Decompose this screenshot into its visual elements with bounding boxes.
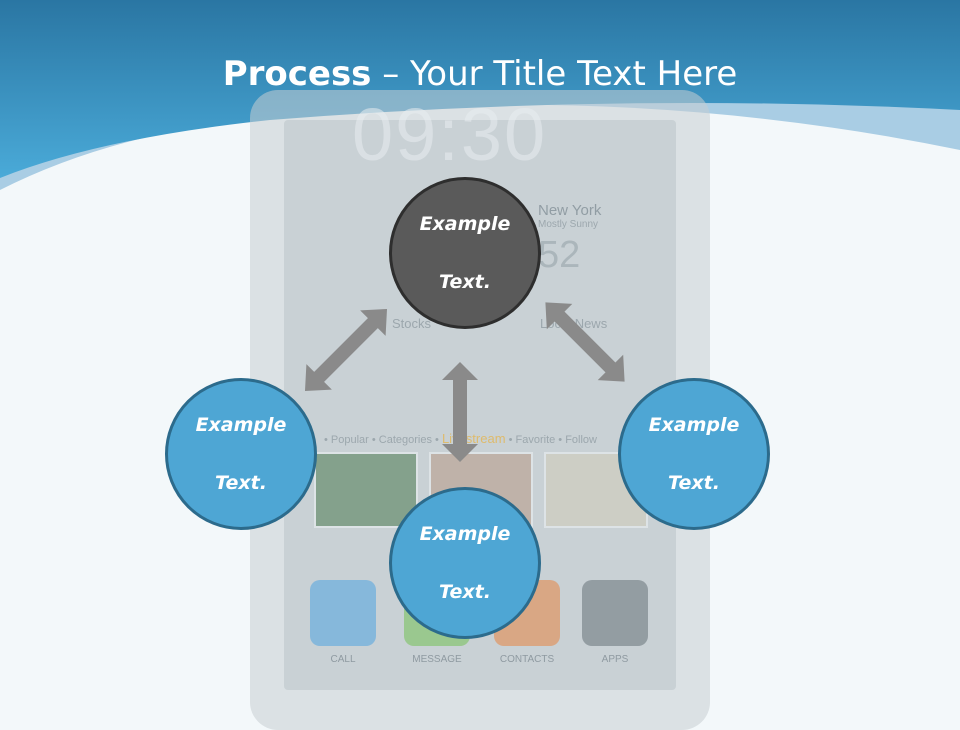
phone-temperature: 52: [538, 234, 581, 276]
title-bold: Process: [222, 54, 372, 94]
circle-right-line1: Example: [648, 413, 740, 436]
phone-weather: Mostly Sunny: [538, 219, 599, 230]
app-label-call: CALL: [330, 654, 356, 665]
app-label-contacts: CONTACTS: [499, 654, 555, 665]
phone-icon: [310, 580, 376, 646]
circle-top-line2: Text.: [439, 270, 491, 293]
title-rest: – Your Title Text Here: [371, 54, 738, 94]
phone-stocks-label: Stocks: [392, 316, 432, 331]
circle-left-line2: Text.: [215, 471, 267, 494]
arrow-right-diagonal: [545, 302, 625, 382]
arrow-vertical: [442, 362, 478, 462]
circle-top-line1: Example: [419, 212, 511, 235]
app-label-apps: APPS: [601, 654, 629, 665]
circle-bottom-line1: Example: [419, 522, 511, 545]
slide-title: Process – Your Title Text Here: [0, 52, 960, 96]
phone-tabs-before: • Popular • Categories •: [324, 434, 439, 446]
phone-clock: 09:30: [352, 93, 548, 176]
phone-thumbnail-leaf: [314, 452, 418, 528]
circle-left-line1: Example: [195, 413, 287, 436]
grid-icon: [582, 580, 648, 646]
circle-right-line2: Text.: [668, 471, 720, 494]
arrow-left-diagonal: [304, 308, 388, 392]
phone-city: New York: [538, 202, 602, 219]
app-label-message: MESSAGE: [412, 654, 462, 665]
phone-tabs-after: • Favorite • Follow: [508, 434, 597, 446]
circle-bottom-line2: Text.: [439, 580, 491, 603]
